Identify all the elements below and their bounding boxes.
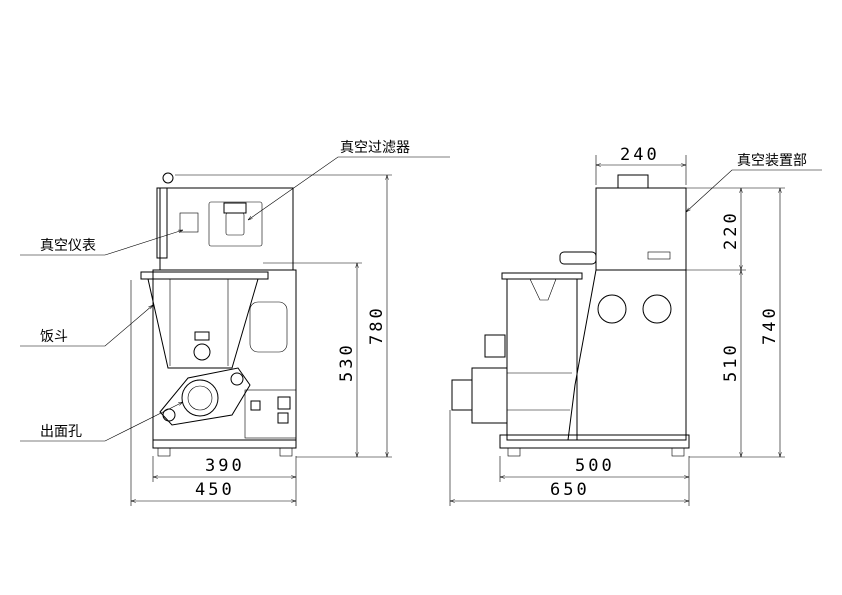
side-body — [567, 269, 687, 441]
base — [152, 439, 297, 449]
dim-780: 780 — [367, 305, 387, 345]
gauge-knob — [162, 172, 174, 184]
gauge-dial-1 — [597, 294, 627, 324]
filter-bowl — [225, 212, 245, 236]
gauge-dial-2 — [642, 294, 672, 324]
main-body — [152, 269, 297, 441]
front-view — [140, 172, 297, 457]
extension-lines — [130, 155, 785, 506]
leader-lines — [20, 156, 822, 442]
dim-530: 530 — [337, 342, 357, 382]
side-base — [499, 434, 690, 449]
dim-650: 650 — [550, 480, 590, 500]
hose-elbow — [559, 251, 597, 265]
dim-740: 740 — [760, 305, 780, 345]
dimension-lines — [131, 165, 780, 501]
hopper-lid — [501, 272, 583, 280]
outlet-nozzle — [451, 379, 473, 411]
filter-cap — [223, 202, 247, 214]
outlet-flange — [471, 367, 508, 424]
label-hopper: 饭斗 — [40, 329, 68, 345]
dim-390: 390 — [205, 456, 245, 476]
side-view — [451, 174, 690, 457]
hopper-flange — [140, 271, 269, 280]
valve — [484, 334, 506, 358]
hopper-side — [506, 278, 578, 441]
label-noodle-outlet: 出面孔 — [40, 424, 82, 440]
label-vacuum-unit: 真空装置部 — [737, 153, 807, 169]
top-connector — [617, 174, 649, 189]
side-window — [249, 301, 288, 353]
dim-220: 220 — [721, 210, 741, 250]
vacuum-unit-box — [595, 187, 687, 271]
dim-500: 500 — [575, 456, 615, 476]
gauge-pipe — [156, 187, 168, 259]
dim-510: 510 — [721, 342, 741, 382]
dim-240: 240 — [620, 145, 660, 165]
gauge-box — [179, 212, 199, 233]
label-vacuum-filter: 真空过滤器 — [340, 140, 410, 156]
hopper — [147, 278, 259, 369]
outlet-bracket — [159, 367, 251, 426]
dim-450: 450 — [195, 480, 235, 500]
label-vacuum-gauge: 真空仪表 — [40, 238, 96, 254]
sight-glass — [193, 343, 211, 361]
outlet-ring — [181, 379, 219, 417]
filter-window — [208, 201, 263, 247]
